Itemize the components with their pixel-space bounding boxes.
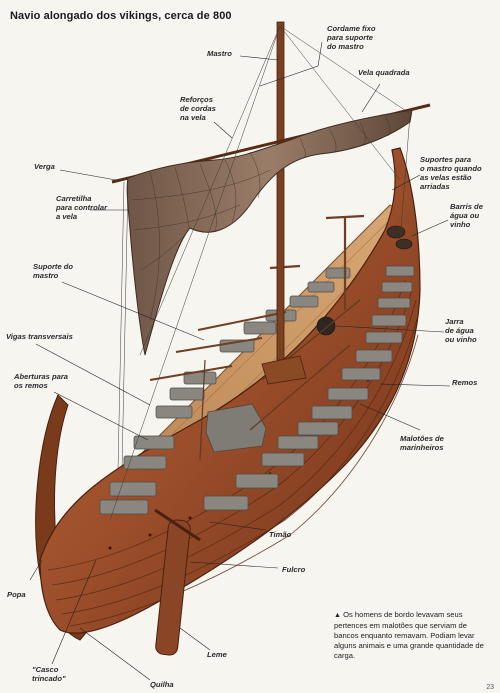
label-carretilha: Carretilha para controlar a vela	[56, 194, 108, 221]
caption-text: Os homens de bordo levavam seus pertence…	[334, 610, 484, 660]
label-leme: Leme	[207, 650, 227, 659]
label-reforcos: Reforços de cordas na vela	[180, 95, 216, 122]
label-fulcro: Fulcro	[282, 565, 306, 574]
label-jarra: Jarra de água ou vinho	[445, 317, 477, 344]
leader-lines	[29, 41, 451, 681]
label-popa: Popa	[7, 590, 26, 599]
sea-chests	[99, 265, 415, 515]
label-suporte-mastro: Suporte do mastro	[33, 262, 74, 280]
label-casco: "Casco trincado"	[32, 665, 66, 683]
label-mastro: Mastro	[207, 49, 232, 58]
rigging	[109, 25, 413, 521]
label-barris: Barris de água ou vinho	[450, 202, 483, 229]
label-verga: Verga	[34, 162, 55, 171]
rudder	[155, 519, 191, 656]
water-jar	[316, 316, 336, 336]
label-vela-quadrada: Vela quadrada	[358, 68, 410, 77]
caption: ▲ Os homens de bordo levavam seus perten…	[334, 610, 484, 661]
sail-rope-net	[131, 115, 391, 321]
label-quilha: Quilha	[150, 680, 174, 689]
label-suportes: Suportes para o mastro quando as velas e…	[420, 155, 482, 191]
cargo-bundle	[205, 403, 267, 453]
tiller	[154, 508, 201, 542]
figure-title: Navio alongado dos vikings, cerca de 800	[10, 10, 232, 22]
label-remos: Remos	[452, 378, 478, 387]
mast-crutches	[269, 214, 365, 310]
label-vigas: Vigas transversais	[6, 332, 73, 341]
label-aberturas: Aberturas para os remos	[14, 372, 69, 390]
label-timao: Timão	[269, 530, 292, 539]
mast-partner	[261, 355, 307, 385]
label-malotoes: Malotões de marinheiros	[400, 434, 444, 452]
crossbeams	[149, 311, 287, 381]
caption-marker: ▲	[334, 612, 341, 619]
mast	[276, 21, 285, 361]
sail	[126, 109, 413, 356]
page-number: 23	[486, 684, 494, 691]
label-cordame: Cordame fixo para suporte do mastro	[327, 24, 376, 51]
